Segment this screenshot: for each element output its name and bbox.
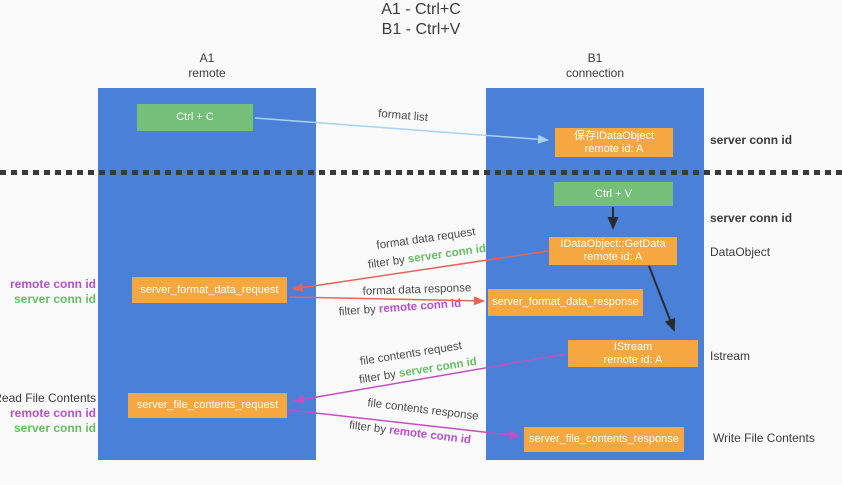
- save-dataobject-node: 保存IDataObject remote id: A: [555, 128, 673, 157]
- left-format-remote-conn-id: remote conn id: [9, 277, 96, 291]
- server-file-contents-response-node: server_file_contents_response: [524, 427, 684, 452]
- getdata-line1: IDataObject::GetData: [560, 238, 666, 250]
- arrow-file-contents-request: [293, 353, 567, 404]
- getdata-node: IDataObject::GetData remote id: A: [549, 237, 677, 265]
- save-dataobject-line2: remote id: A: [584, 142, 644, 155]
- left-format-server-conn-id: server conn id: [13, 292, 96, 306]
- diagram-title: A1 - Ctrl+C B1 - Ctrl+V: [0, 0, 842, 40]
- istream-line1: IStream: [613, 340, 653, 353]
- istream-line2: remote id: A: [603, 353, 663, 366]
- istream-side-label: Istream: [710, 349, 751, 363]
- right-column-header: B1 connection: [486, 51, 704, 81]
- left-file-server-conn-id: server conn id: [13, 421, 96, 435]
- read-file-contents-label: Read File Contents: [0, 391, 96, 405]
- left-file-remote-conn-id: remote conn id: [9, 406, 96, 420]
- left-format-conn-ids: remote conn id server conn id: [10, 277, 96, 307]
- arrow-format-data-request: [292, 250, 549, 292]
- title-line-2: B1 - Ctrl+V: [381, 21, 461, 38]
- getdata-line2: remote id: A: [583, 251, 643, 263]
- arrow-getdata-to-istream: [648, 265, 676, 332]
- dataobject-label: DataObject: [710, 245, 771, 259]
- title-line-1: A1 - Ctrl+C: [381, 1, 461, 18]
- ctrl-c-node: Ctrl + C: [137, 104, 253, 131]
- write-file-contents-label: Write File Contents: [713, 431, 815, 445]
- right-server-conn-id-mid: server conn id: [710, 211, 793, 225]
- left-file-conn-ids: Read File Contents remote conn id server…: [0, 391, 96, 436]
- right-server-conn-id-top: server conn id: [710, 133, 793, 147]
- save-dataobject-line1: 保存IDataObject: [573, 129, 655, 142]
- arrow-format-data-response: [288, 296, 485, 306]
- istream-node: IStream remote id: A: [568, 340, 698, 367]
- left-column-role: remote: [188, 66, 226, 80]
- server-format-data-request-node: server_format_data_request: [132, 277, 287, 303]
- machine-separator-dotted-line: [0, 170, 842, 175]
- right-column-role: connection: [565, 66, 625, 80]
- left-column-name: A1: [199, 51, 215, 65]
- ctrl-v-node: Ctrl + V: [554, 182, 673, 206]
- right-column-name: B1: [587, 51, 603, 65]
- arrow-format-list: [254, 117, 549, 144]
- arrow-file-contents-response: [288, 409, 520, 440]
- left-column-header: A1 remote: [98, 51, 316, 81]
- server-file-contents-request-node: server_file_contents_request: [128, 393, 287, 418]
- server-format-data-response-node: server_format_data_response: [488, 289, 643, 316]
